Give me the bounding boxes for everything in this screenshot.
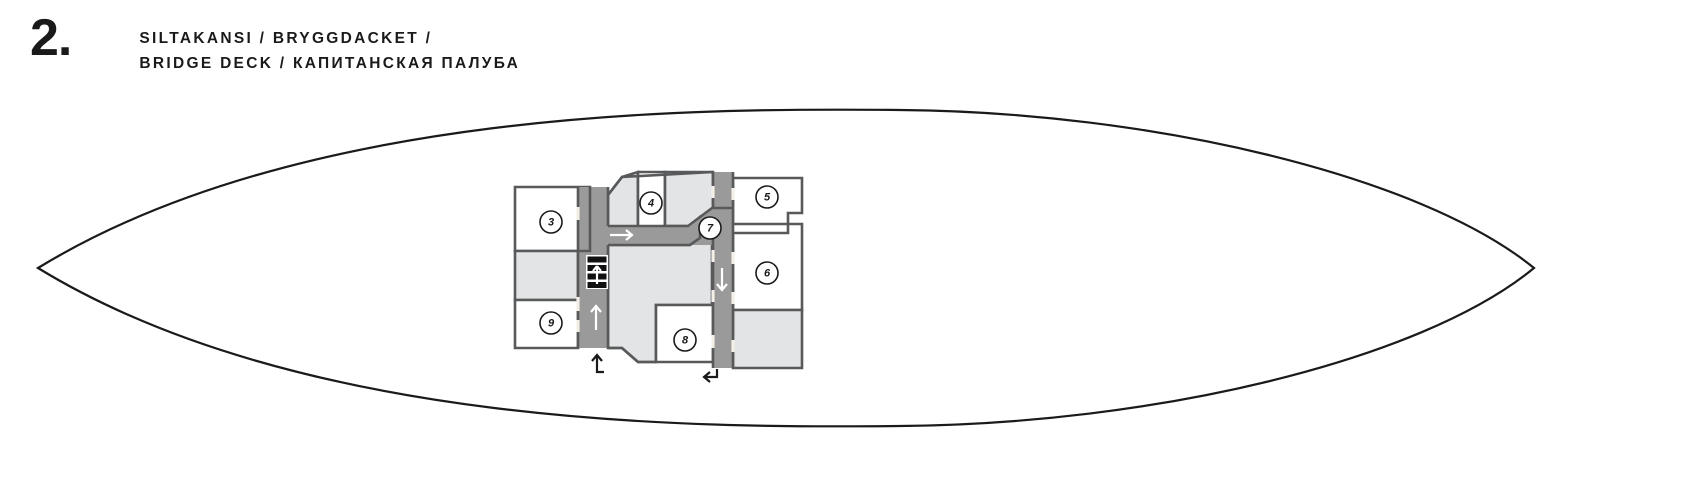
room-marker-label: 9 — [548, 318, 555, 330]
room-marker-4[interactable]: 4 — [639, 191, 663, 215]
room-marker-label: 7 — [707, 223, 714, 235]
deck-title-line-1: SILTAKANSI / BRYGGDACKET / — [139, 30, 433, 47]
corridor-arrow-right — [610, 229, 634, 241]
room-marker-circle — [755, 261, 779, 285]
room-marker-label: 5 — [764, 192, 771, 204]
deck-number: 2. — [30, 9, 72, 67]
wall-bottom-centre — [608, 346, 656, 364]
exit-arrow-right-turn — [702, 369, 719, 383]
room-marker-circle — [755, 185, 779, 209]
room-middle-left-shape — [513, 249, 580, 302]
room-marker-label: 4 — [647, 198, 654, 210]
room-marker-circle — [639, 191, 663, 215]
door-gaps — [576, 186, 735, 352]
exit-arrow-left-turn — [591, 353, 604, 374]
deck-structure — [513, 170, 804, 370]
room-marker-label: 6 — [764, 268, 771, 280]
room-marker-6[interactable]: 6 — [755, 261, 779, 285]
wall-left-notch — [578, 187, 592, 253]
corridor-arrow-up — [590, 304, 602, 330]
room-marker-label: 3 — [548, 217, 554, 229]
direction-arrows — [590, 229, 728, 330]
room-marker-circle — [673, 328, 697, 352]
deck-title-line-2: BRIDGE DECK / КАПИТАНСКАЯ ПАЛУБА — [139, 55, 521, 72]
deck-header: 2. SILTAKANSI / BRYGGDACKET / BRIDGE DEC… — [30, 12, 520, 76]
corridor-horizontal — [608, 215, 713, 245]
room-marker-7[interactable]: 7 — [698, 216, 722, 240]
room-marker-3[interactable]: 3 — [539, 210, 563, 234]
room-lower-right-grey-shape — [731, 308, 804, 370]
corridor-outline-horizontal — [608, 206, 733, 247]
stairs-elevator-icon — [586, 255, 608, 289]
wall-top-centre — [606, 170, 714, 196]
deck-title-block: SILTAKANSI / BRYGGDACKET / BRIDGE DECK /… — [81, 12, 520, 76]
corridor-arrow-down — [716, 268, 728, 292]
room-marker-9[interactable]: 9 — [539, 311, 563, 335]
room-marker-label: 8 — [682, 335, 689, 347]
exit-arrows — [591, 353, 719, 383]
room-marker-5[interactable]: 5 — [755, 185, 779, 209]
room-number-badges: 3 4 5 6 7 8 9 — [539, 185, 779, 352]
room-marker-circle — [539, 311, 563, 335]
room-marker-8[interactable]: 8 — [673, 328, 697, 352]
room-marker-circle — [698, 216, 722, 240]
room-marker-circle — [539, 210, 563, 234]
